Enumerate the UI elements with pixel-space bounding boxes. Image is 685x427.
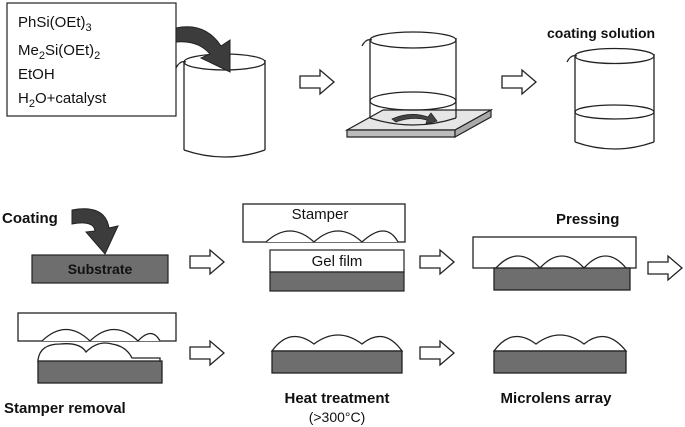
heat-temperature-label: (>300°C) bbox=[309, 409, 366, 425]
rotation-arrow-icon bbox=[391, 112, 438, 125]
microlens-array-label: Microlens array bbox=[501, 390, 613, 407]
microlens-array bbox=[492, 334, 628, 374]
substrate-block bbox=[31, 254, 169, 284]
heat-treatment-label: Heat treatment bbox=[284, 390, 389, 407]
reagent-box bbox=[6, 2, 177, 117]
stamper bbox=[242, 203, 406, 243]
pressed-stamper bbox=[472, 236, 637, 291]
beaker-coating-solution bbox=[566, 47, 655, 150]
pressing-label: Pressing bbox=[556, 211, 619, 228]
stamper-removal-illustration bbox=[17, 312, 177, 384]
right-arrow-outline-icon bbox=[189, 340, 225, 366]
stamper-label: Stamper bbox=[292, 206, 349, 223]
curved-arrow-icon bbox=[175, 26, 231, 73]
stamper-removal-label: Stamper removal bbox=[4, 400, 126, 417]
curved-arrow-icon bbox=[71, 208, 119, 255]
reagent-line-1: PhSi(OEt)3 bbox=[18, 14, 92, 34]
beaker-empty bbox=[175, 53, 266, 158]
right-arrow-outline-icon bbox=[647, 255, 683, 281]
gel-film-label: Gel film bbox=[312, 253, 363, 270]
heat-treated-lens bbox=[270, 334, 404, 374]
right-arrow-outline-icon bbox=[501, 69, 537, 95]
right-arrow-outline-icon bbox=[419, 249, 455, 275]
right-arrow-outline-icon bbox=[189, 249, 225, 275]
reagent-line-2: Me2Si(OEt)2 bbox=[18, 42, 100, 62]
substrate-block bbox=[269, 271, 405, 292]
beaker-stirring bbox=[361, 31, 457, 126]
coating-solution-label: coating solution bbox=[547, 25, 655, 41]
right-arrow-outline-icon bbox=[299, 69, 335, 95]
reagent-line-3: EtOH bbox=[18, 66, 55, 83]
stirrer-plate bbox=[344, 108, 494, 139]
reagent-line-4: H2O+catalyst bbox=[18, 90, 107, 110]
right-arrow-outline-icon bbox=[419, 340, 455, 366]
substrate-label: Substrate bbox=[68, 261, 133, 277]
coating-label: Coating bbox=[2, 210, 58, 227]
